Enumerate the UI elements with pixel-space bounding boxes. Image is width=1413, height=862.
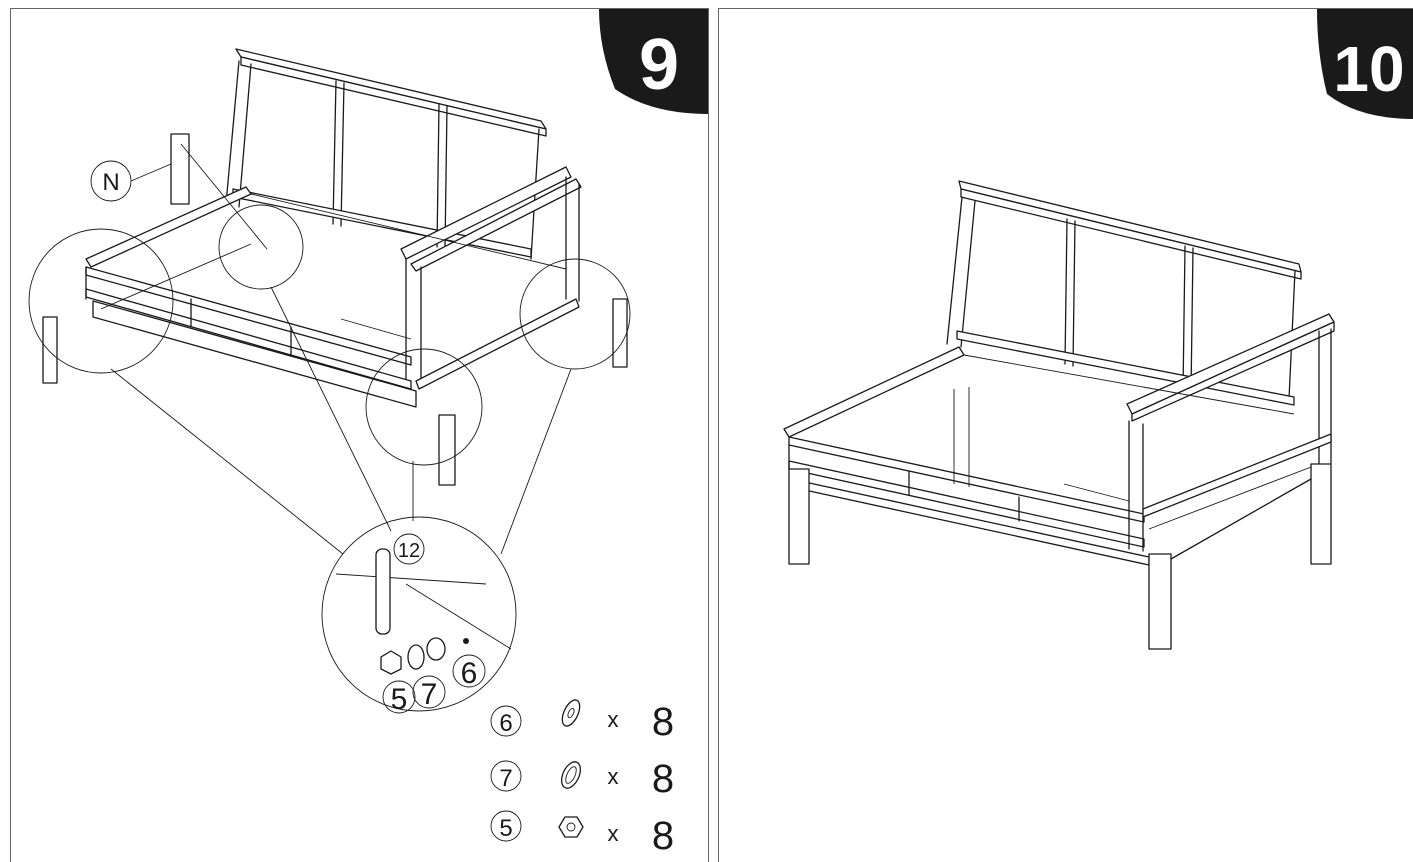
step-9-number: 9 xyxy=(639,25,679,105)
hardware-part-number: 7 xyxy=(499,765,512,792)
hardware-quantity: 8 xyxy=(652,700,674,744)
hardware-part-number: 5 xyxy=(499,815,512,842)
part-n-callout: N xyxy=(90,160,172,202)
detail-bolt-callout: 12 xyxy=(398,540,420,562)
step-10-number: 10 xyxy=(1333,33,1404,105)
zoom-indicators xyxy=(28,143,631,555)
hardware-list: 6 x 8 7 x 8 5 xyxy=(490,699,674,858)
seat-frame xyxy=(85,166,582,408)
step-9-illustration: 9 xyxy=(28,9,708,858)
hardware-part-number: 6 xyxy=(499,710,512,737)
hardware-row: 5 x 8 xyxy=(490,810,674,858)
hardware-row: 7 x 8 xyxy=(490,757,674,801)
hardware-quantity: 8 xyxy=(652,757,674,801)
hardware-times-sign: x xyxy=(608,764,619,789)
step-9-panel: 9 xyxy=(10,8,709,862)
detail-nut-callout: 5 xyxy=(391,683,408,716)
hardware-times-sign: x xyxy=(608,821,619,846)
bolt-detail-view: 12 5 7 6 xyxy=(321,516,517,716)
hex-nut-icon xyxy=(558,816,584,838)
flat-washer-icon xyxy=(561,699,581,727)
detail-spring-washer-callout: 7 xyxy=(421,678,438,711)
leg-parts xyxy=(42,133,628,486)
hardware-quantity: 8 xyxy=(652,814,674,858)
assembled-chair xyxy=(783,180,1335,650)
step-10-badge: 10 xyxy=(1317,9,1413,119)
step-9-badge: 9 xyxy=(599,9,708,114)
hardware-row: 6 x 8 xyxy=(490,699,674,744)
hardware-times-sign: x xyxy=(608,707,619,732)
spring-washer-icon xyxy=(560,761,582,789)
detail-flat-washer-callout: 6 xyxy=(461,657,478,690)
step-10-illustration: 10 xyxy=(783,9,1413,650)
step-10-panel: 10 xyxy=(718,8,1413,862)
part-n-label: N xyxy=(102,169,119,196)
